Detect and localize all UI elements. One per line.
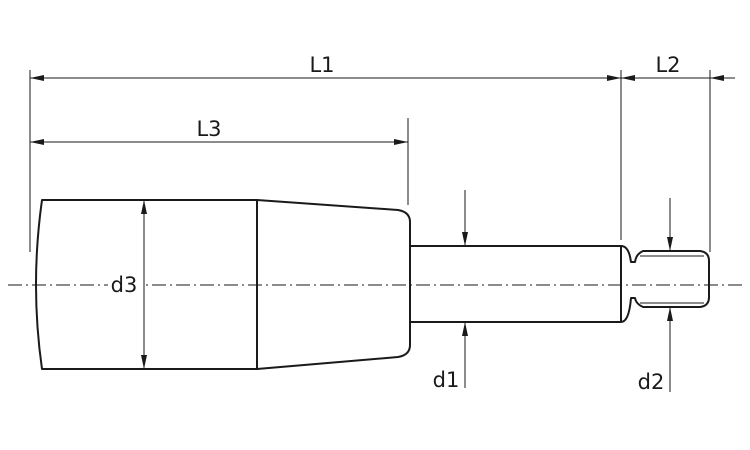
l3-arrow-left [30,139,44,145]
d3-arrow-top [141,200,147,214]
d1-arrow-top [462,232,468,246]
grip-front-section [35,199,258,370]
d1-arrow-bottom [462,322,468,336]
dimension-label-d2: d2 [638,370,665,394]
l3-arrow-right [394,139,408,145]
dimension-label-l3: L3 [196,117,221,141]
dimension-label-l2: L2 [655,53,680,77]
dimension-label-d1: d1 [433,368,460,392]
shaft-section [410,245,622,323]
l1-arrow-left [30,75,44,81]
d2-arrow-bottom [667,307,673,321]
grip-tapered-section [256,199,411,370]
l2-arrow-left [621,75,635,81]
l1-arrow-right [607,75,621,81]
dimension-label-l1: L1 [309,53,334,77]
d3-label-background [108,270,142,298]
d2-arrow-top [667,237,673,251]
dimension-label-d3: d3 [111,273,138,297]
d3-arrow-bottom [141,355,147,369]
l2-arrow-right [710,75,724,81]
neck-groove [620,245,710,323]
